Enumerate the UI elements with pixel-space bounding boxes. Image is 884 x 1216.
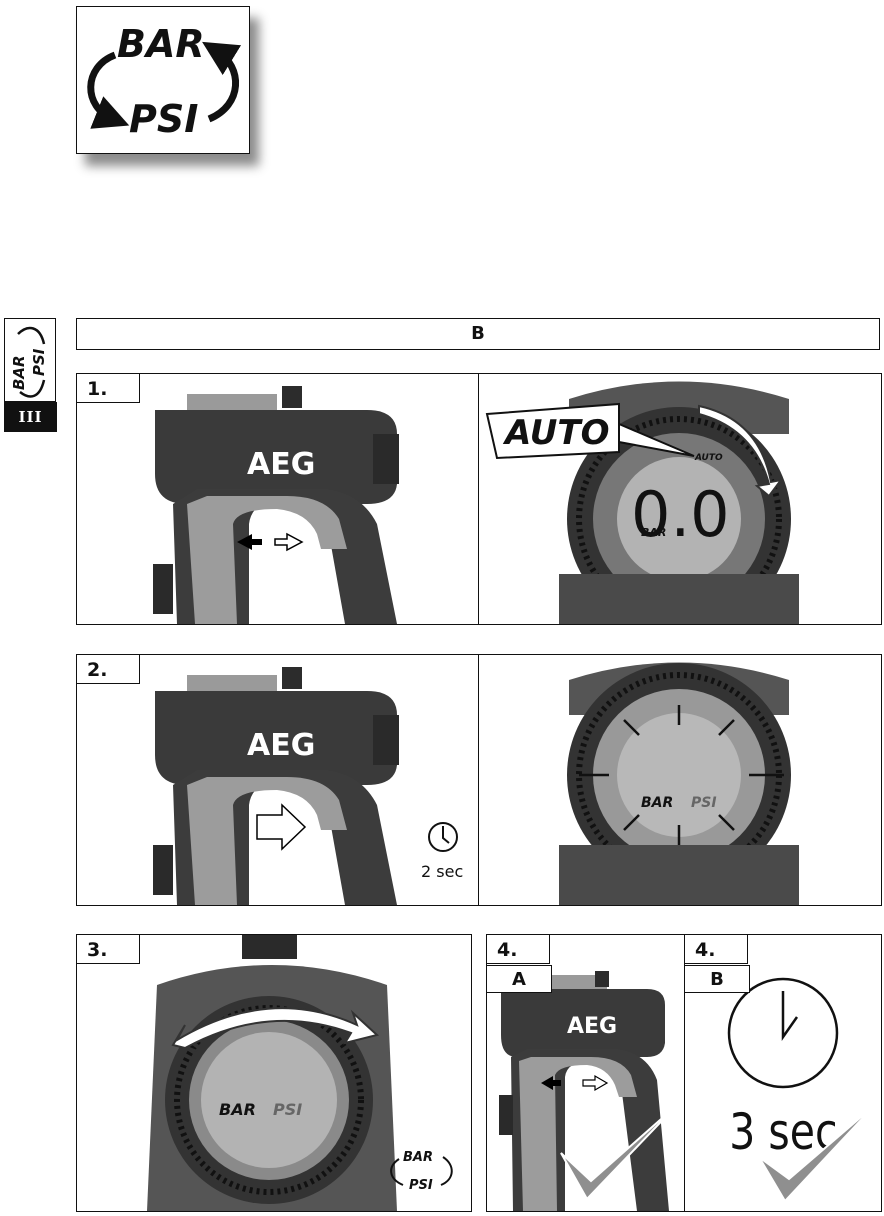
lcd-mode: AUTO <box>694 453 723 463</box>
arrow-right-icon <box>582 1074 609 1092</box>
chapter-tab: III <box>4 402 57 432</box>
arrow-right-icon <box>274 532 304 552</box>
svg-text:BAR: BAR <box>403 1150 433 1165</box>
brand-logo: AEG <box>247 447 315 482</box>
lcd-unit-psi: PSI <box>273 1100 302 1119</box>
step-2-trigger-panel: AEG 2 sec 2. <box>76 654 480 906</box>
step-number: 3. <box>77 935 140 964</box>
cycle-arrow-left-icon <box>87 51 130 129</box>
step-1-display-panel: 0.0 AUTO BAR AUTO <box>478 373 882 625</box>
bar-psi-cycle-icon: BAR PSI <box>390 1150 453 1193</box>
arrow-left-icon <box>541 1076 561 1090</box>
step-4b-panel: 3 sec 4. B <box>684 934 882 1212</box>
turn-dial-arrow-icon <box>698 404 784 498</box>
svg-text:BAR: BAR <box>10 355 28 390</box>
lcd-unit-bar: BAR <box>641 795 673 811</box>
rotate-dial-arrow-icon <box>171 1007 380 1052</box>
brand-logo: AEG <box>567 1014 617 1039</box>
header-psi-word: PSI <box>129 97 198 141</box>
press-arrow-icon <box>256 803 307 851</box>
step-number: 1. <box>77 374 140 403</box>
blink-rays-icon <box>579 705 784 845</box>
cycle-arrow-right-icon <box>202 41 242 123</box>
bar-psi-header-icon: BAR PSI <box>76 6 250 154</box>
step-sub-label: B <box>685 965 750 993</box>
step-number: 4. <box>487 935 550 964</box>
lcd-unit-psi: PSI <box>691 795 717 811</box>
checkmark-icon <box>560 1104 678 1201</box>
lcd-value: 0.0 <box>631 478 730 551</box>
step-number: 4. <box>685 935 748 964</box>
step-sub-label: A <box>487 965 552 993</box>
arrow-left-icon <box>237 534 262 550</box>
step-1-trigger-panel: AEG 1. <box>76 373 480 625</box>
svg-text:PSI: PSI <box>30 348 48 376</box>
header-bar-word: BAR <box>117 22 205 66</box>
brand-logo: AEG <box>247 728 315 763</box>
step-2-display-panel: BAR PSI <box>478 654 882 906</box>
checkmark-icon <box>758 1104 876 1203</box>
lcd-unit-bar: BAR <box>219 1100 256 1119</box>
lcd-screen <box>617 457 741 581</box>
lcd-unit: BAR <box>641 526 666 539</box>
svg-text:PSI: PSI <box>409 1178 433 1193</box>
auto-callout: AUTO <box>502 413 610 453</box>
side-bar-psi-icon: BAR PSI <box>4 318 56 402</box>
section-label-bar: B <box>76 318 880 350</box>
step-4a-panel: AEG 4. A <box>486 934 686 1212</box>
timer-label: 3 sec <box>729 1103 837 1161</box>
timer-label: 2 sec <box>421 862 463 881</box>
step-3-panel: BAR PSI BAR PSI 3. <box>76 934 472 1212</box>
step-number: 2. <box>77 655 140 684</box>
